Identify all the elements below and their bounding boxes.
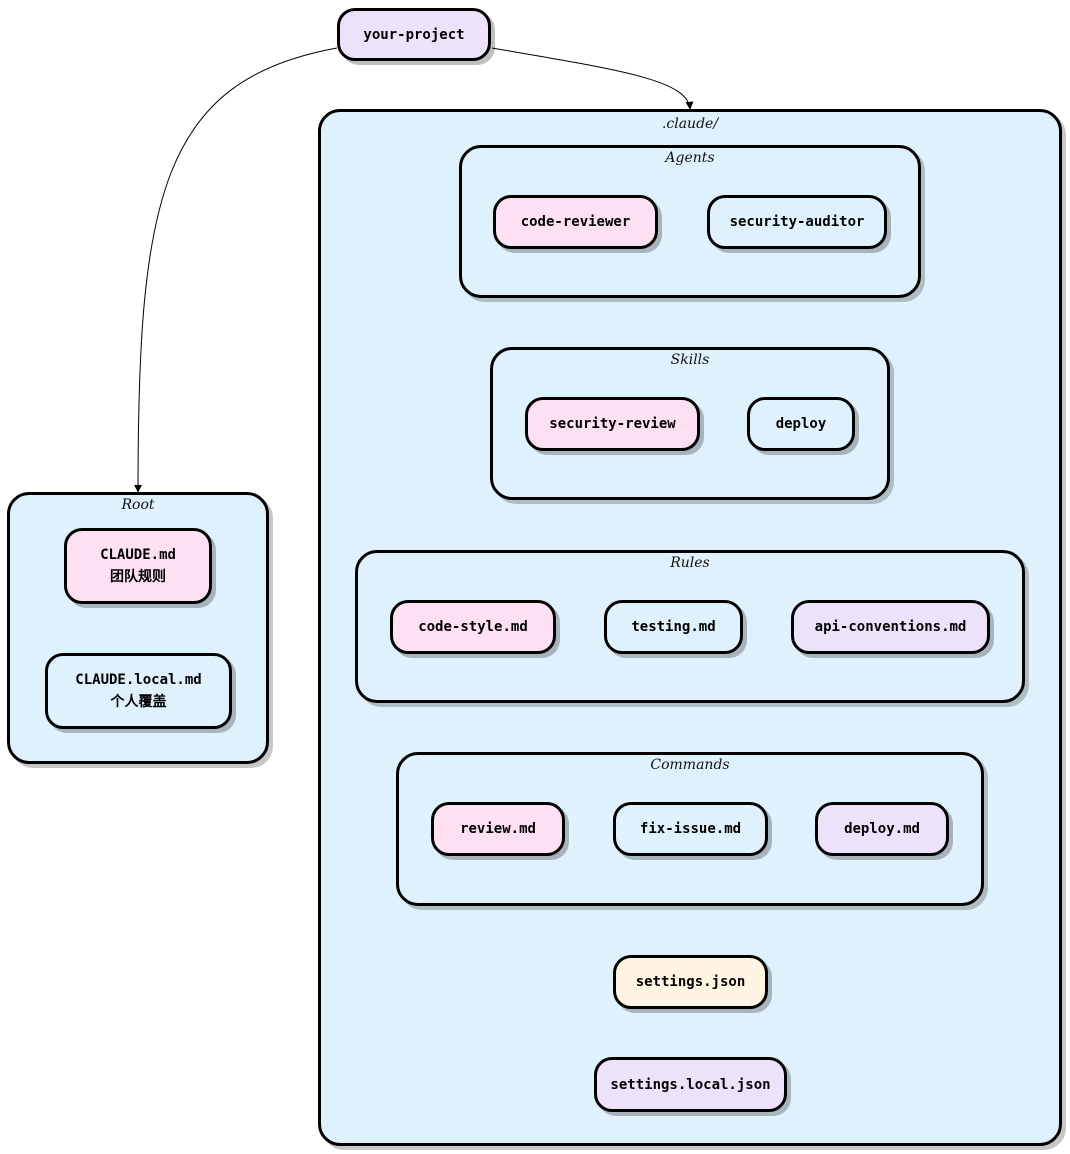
project-node[interactable]: your-project — [337, 8, 491, 61]
command-deploy-label: deploy.md — [844, 821, 920, 837]
claude-md-name: CLAUDE.md — [100, 547, 176, 563]
claude-md-desc: 团队规则 — [110, 569, 166, 585]
claude-local-md-desc: 个人覆盖 — [110, 694, 167, 710]
skill-deploy[interactable]: deploy — [747, 397, 855, 451]
agent-code-reviewer-label: code-reviewer — [520, 214, 631, 230]
rules-title: Rules — [670, 555, 710, 571]
rule-testing-label: testing.md — [631, 619, 716, 635]
rule-testing[interactable]: testing.md — [604, 600, 743, 654]
skills-title: Skills — [670, 352, 710, 368]
agent-code-reviewer[interactable]: code-reviewer — [493, 195, 658, 249]
settings-json-label: settings.json — [635, 974, 746, 990]
command-fix-issue-label: fix-issue.md — [639, 821, 742, 837]
edge-project-to-root — [134, 47, 338, 493]
rule-api-conventions[interactable]: api-conventions.md — [791, 600, 990, 654]
rule-api-conventions-label: api-conventions.md — [814, 619, 967, 635]
agent-security-auditor[interactable]: security-auditor — [707, 195, 887, 249]
skill-security-review[interactable]: security-review — [525, 397, 700, 451]
command-deploy[interactable]: deploy.md — [815, 802, 949, 856]
command-review-label: review.md — [460, 821, 536, 837]
agents-title: Agents — [665, 150, 715, 166]
rule-code-style-label: code-style.md — [418, 619, 528, 635]
root-group-title: Root — [121, 497, 155, 513]
edge-project-to-claude — [491, 47, 694, 110]
project-label: your-project — [363, 26, 465, 43]
skill-security-review-label: security-review — [549, 416, 676, 432]
claude-md-node[interactable]: CLAUDE.md 团队规则 — [64, 528, 212, 604]
settings-local-json-node[interactable]: settings.local.json — [594, 1057, 787, 1112]
claude-local-md-node[interactable]: CLAUDE.local.md 个人覆盖 — [45, 653, 232, 729]
claude-dir-title: .claude/ — [661, 116, 719, 132]
settings-json-node[interactable]: settings.json — [613, 955, 768, 1009]
claude-local-md-name: CLAUDE.local.md — [75, 672, 202, 688]
commands-title: Commands — [650, 757, 730, 773]
skill-deploy-label: deploy — [775, 416, 827, 432]
settings-local-json-label: settings.local.json — [610, 1076, 771, 1093]
command-review[interactable]: review.md — [431, 802, 565, 856]
command-fix-issue[interactable]: fix-issue.md — [613, 802, 768, 856]
rule-code-style[interactable]: code-style.md — [390, 600, 556, 654]
agent-security-auditor-label: security-auditor — [729, 214, 865, 230]
